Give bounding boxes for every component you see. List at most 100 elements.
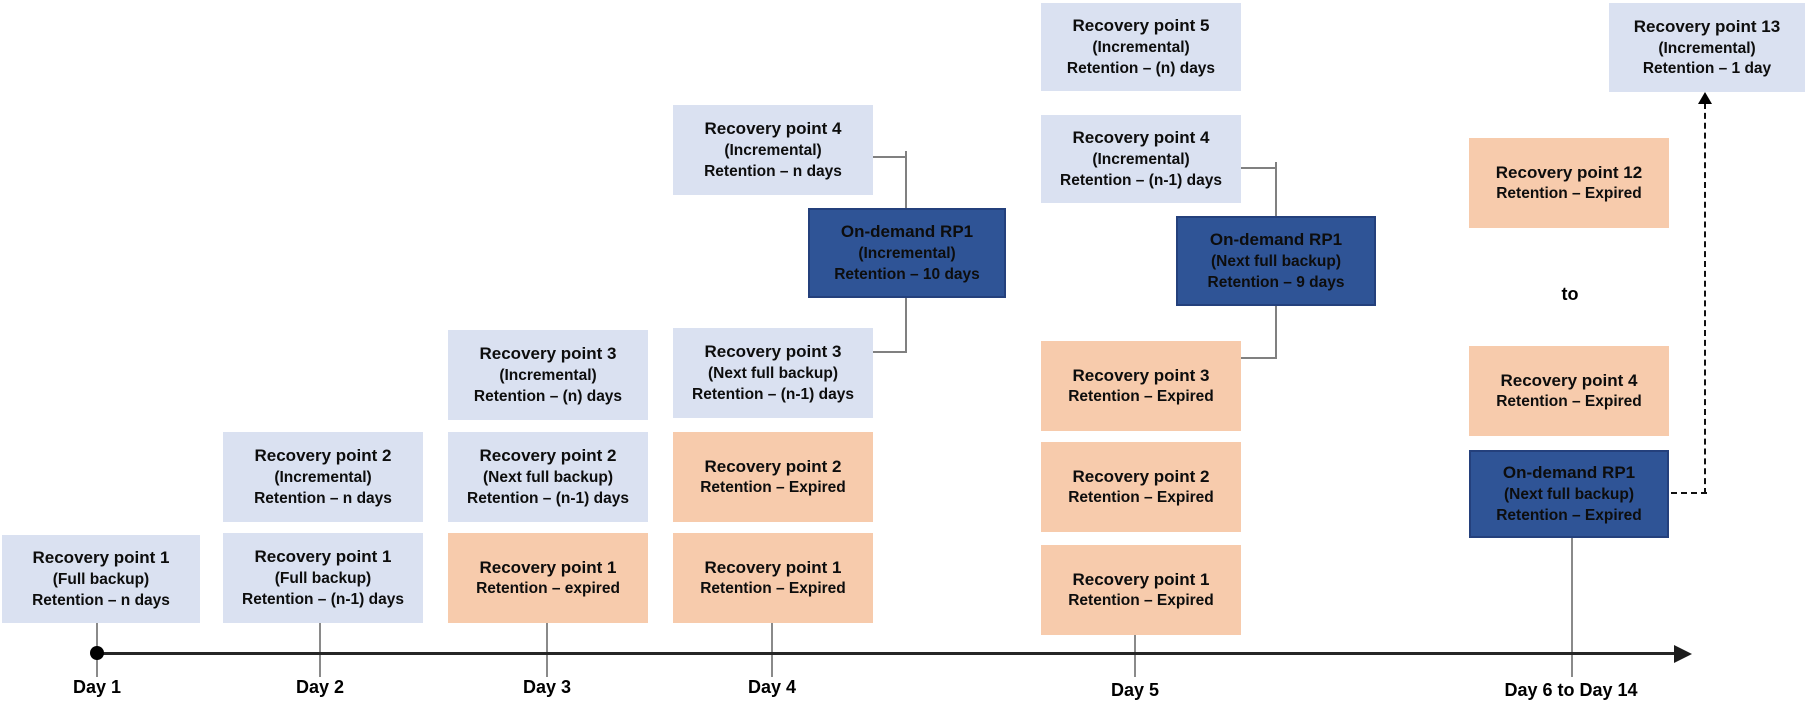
box-retention: Retention – Expired [1068, 592, 1214, 610]
day-5-label: Day 5 [1110, 680, 1160, 700]
box-title: Recovery point 2 [479, 446, 617, 466]
day-6-to-14-label: Day 6 to Day 14 [1504, 680, 1638, 700]
day6-on-demand-rp1-box: On-demand RP1 (Next full backup) Retenti… [1469, 450, 1669, 538]
day5-connector-top-vertical [1275, 162, 1277, 216]
day4-recovery-point-1-box: Recovery point 1 Retention – Expired [673, 533, 873, 623]
day5-connector-bottom-vertical [1275, 306, 1277, 359]
box-retention: Retention – (n-1) days [1060, 171, 1222, 189]
box-retention: Retention – (n-1) days [467, 489, 629, 507]
day2-recovery-point-2-box: Recovery point 2 (Incremental) Retention… [223, 432, 423, 522]
box-subtitle: (Incremental) [1092, 39, 1190, 57]
box-title: Recovery point 4 [1500, 370, 1638, 390]
box-title: Recovery point 5 [1072, 16, 1210, 36]
day1-recovery-point-1-box: Recovery point 1 (Full backup) Retention… [2, 535, 200, 623]
box-title: On-demand RP1 [840, 222, 974, 242]
box-title: Recovery point 1 [704, 557, 842, 577]
day-4-tick [771, 623, 773, 677]
timeline-axis [97, 652, 1677, 655]
day-6-tick [1571, 538, 1573, 677]
box-retention: Retention – (n) days [473, 387, 623, 405]
box-subtitle: (Full backup) [52, 571, 150, 589]
box-title: Recovery point 4 [1072, 128, 1210, 148]
range-separator-label: to [1561, 284, 1579, 304]
box-title: Recovery point 4 [704, 119, 842, 139]
day4-recovery-point-2-box: Recovery point 2 Retention – Expired [673, 432, 873, 522]
box-title: Recovery point 13 [1633, 16, 1781, 36]
day-1-label: Day 1 [72, 677, 122, 697]
box-title: Recovery point 12 [1495, 162, 1643, 182]
box-retention: Retention – n days [704, 162, 842, 180]
day3-recovery-point-3-box: Recovery point 3 (Incremental) Retention… [448, 330, 648, 420]
box-title: Recovery point 1 [1072, 569, 1210, 589]
box-title: Recovery point 3 [1072, 365, 1210, 385]
box-subtitle: (Next full backup) [1503, 486, 1635, 504]
day5-recovery-point-1-box: Recovery point 1 Retention – Expired [1041, 545, 1241, 635]
day5-on-demand-rp1-box: On-demand RP1 (Next full backup) Retenti… [1176, 216, 1376, 306]
box-subtitle: (Next full backup) [707, 365, 839, 383]
day5-recovery-point-4-box: Recovery point 4 (Incremental) Retention… [1041, 115, 1241, 203]
day4-connector-top-horizontal [873, 156, 907, 158]
day-3-tick [546, 623, 548, 677]
box-retention: Retention – Expired [1496, 185, 1642, 203]
day4-connector-bottom-horizontal [873, 351, 907, 353]
box-retention: Retention – (n) days [1066, 59, 1216, 77]
box-title: Recovery point 3 [479, 344, 617, 364]
box-subtitle: (Incremental) [858, 245, 956, 263]
timeline-arrowhead-icon [1674, 644, 1692, 663]
box-subtitle: (Incremental) [1092, 151, 1190, 169]
timeline-start-dot [90, 646, 104, 660]
box-retention: Retention – n days [32, 591, 170, 609]
box-retention: Retention – n days [254, 489, 392, 507]
day4-on-demand-rp1-box: On-demand RP1 (Incremental) Retention – … [808, 208, 1006, 298]
day-2-label: Day 2 [295, 677, 345, 697]
day4-connector-bottom-vertical [905, 298, 907, 353]
day4-connector-top-vertical [905, 151, 907, 208]
day5-connector-top-horizontal [1241, 167, 1277, 169]
box-subtitle: (Incremental) [1658, 39, 1756, 57]
day-5-tick [1134, 635, 1136, 677]
box-title: Recovery point 1 [479, 557, 617, 577]
day3-recovery-point-2-box: Recovery point 2 (Next full backup) Rete… [448, 432, 648, 522]
box-subtitle: (Incremental) [724, 142, 822, 160]
box-title: Recovery point 3 [704, 342, 842, 362]
box-retention: Retention – Expired [1496, 393, 1642, 411]
day6-recovery-point-4-box: Recovery point 4 Retention – Expired [1469, 346, 1669, 436]
box-subtitle: (Next full backup) [1210, 253, 1342, 271]
box-title: On-demand RP1 [1209, 230, 1343, 250]
box-retention: Retention – expired [476, 580, 620, 598]
day4-recovery-point-3-box: Recovery point 3 (Next full backup) Rete… [673, 328, 873, 418]
dashed-connector-vertical [1704, 103, 1706, 494]
box-subtitle: (Incremental) [499, 367, 597, 385]
day4-recovery-point-4-box: Recovery point 4 (Incremental) Retention… [673, 105, 873, 195]
box-retention: Retention – 9 days [1207, 273, 1345, 291]
box-title: Recovery point 1 [32, 548, 170, 568]
day5-connector-bottom-horizontal [1241, 357, 1277, 359]
box-subtitle: (Incremental) [274, 469, 372, 487]
box-retention: Retention – Expired [1068, 489, 1214, 507]
day5-recovery-point-5-box: Recovery point 5 (Incremental) Retention… [1041, 3, 1241, 91]
box-retention: Retention – (n-1) days [692, 385, 854, 403]
box-retention: Retention – Expired [1068, 388, 1214, 406]
box-title: On-demand RP1 [1502, 463, 1636, 483]
dashed-connector-horizontal [1671, 492, 1707, 494]
day-2-tick [319, 623, 321, 677]
day6-recovery-point-12-box: Recovery point 12 Retention – Expired [1469, 138, 1669, 228]
day6-recovery-point-13-box: Recovery point 13 (Incremental) Retentio… [1609, 3, 1805, 92]
box-retention: Retention – Expired [700, 479, 846, 497]
box-retention: Retention – Expired [1496, 506, 1642, 524]
day-3-label: Day 3 [522, 677, 572, 697]
box-retention: Retention – 10 days [834, 265, 980, 283]
box-title: Recovery point 2 [1072, 466, 1210, 486]
day5-recovery-point-3-box: Recovery point 3 Retention – Expired [1041, 341, 1241, 431]
box-retention: Retention – 1 day [1642, 60, 1772, 78]
box-subtitle: (Full backup) [274, 570, 372, 588]
dashed-arrowhead-up-icon [1698, 92, 1712, 104]
day5-recovery-point-2-box: Recovery point 2 Retention – Expired [1041, 442, 1241, 532]
box-subtitle: (Next full backup) [482, 469, 614, 487]
box-title: Recovery point 1 [254, 547, 392, 567]
day-4-label: Day 4 [747, 677, 797, 697]
box-retention: Retention – Expired [700, 580, 846, 598]
box-retention: Retention – (n-1) days [242, 590, 404, 608]
day2-recovery-point-1-box: Recovery point 1 (Full backup) Retention… [223, 533, 423, 623]
